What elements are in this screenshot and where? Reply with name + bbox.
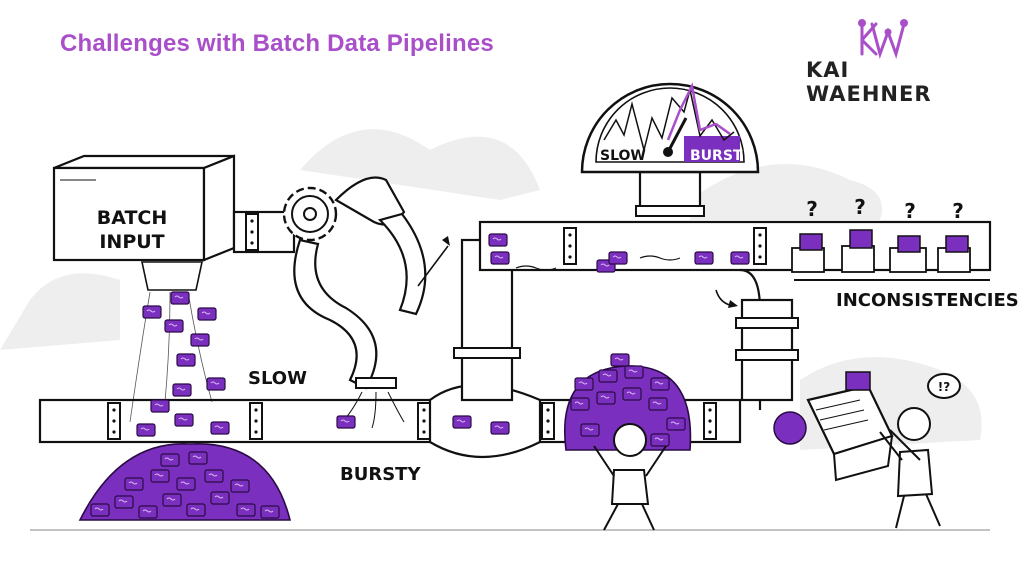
pipe-bulge [428,384,542,458]
exclamation-bubble-text: !? [938,380,950,394]
gauge-slow-label: SLOW [600,148,646,164]
question-mark: ? [806,197,818,221]
broken-pipe [334,176,406,226]
pipe-flange [107,402,121,440]
pipe-flange [703,402,717,440]
page-title: Challenges with Batch Data Pipelines [60,30,494,57]
pipe-flange [249,402,263,440]
gauge-burst-label: BURST [690,148,743,164]
worker-figure-right [879,373,961,529]
flow-gauge: SLOW BURST [580,82,760,217]
batch-input-label-line1: BATCH [97,207,168,229]
worker-figure-left [593,423,667,531]
batch-input-label-line2: INPUT [99,231,164,253]
batch-input-box: BATCH INPUT [52,154,236,291]
inconsistent-systems: ? ? ? ? [791,195,971,273]
data-pile-left [78,443,292,521]
slow-label: SLOW [248,368,307,389]
data-blockage-pile [564,353,692,451]
question-mark: ? [904,199,916,223]
logo-brand-text: KAI WAEHNER [806,58,932,106]
inconsistencies-label: INCONSISTENCIES [836,290,1019,311]
kai-waehner-logo: KAI WAEHNER [800,18,980,106]
question-mark: ? [952,199,964,223]
kw-monogram-icon [858,19,908,59]
winding-pipe [293,238,378,390]
pipe-flange [541,402,555,440]
server-box [773,371,894,482]
question-mark: ? [854,195,866,219]
gear-icon [282,186,338,242]
bursty-label: BURSTY [340,464,421,485]
pipe-flange [417,402,431,440]
